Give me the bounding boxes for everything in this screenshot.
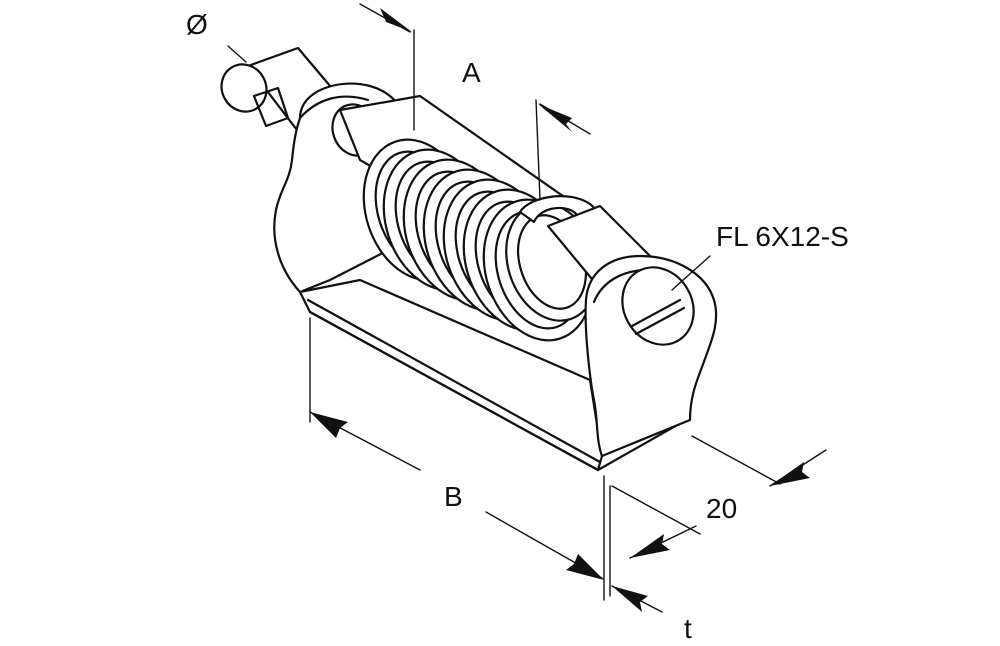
coil-spring: [362, 138, 600, 342]
dimension-a: A: [359, 3, 591, 201]
dimension-b: B: [309, 317, 605, 601]
dimension-t-label: t: [684, 613, 692, 644]
diameter-label: Ø: [186, 9, 208, 40]
diameter-dimension: Ø: [186, 9, 247, 63]
base-plate: [298, 278, 692, 472]
screw-label: FL 6X12-S: [716, 221, 849, 252]
arrow-t: [612, 586, 648, 612]
arrow-b-left: [310, 412, 348, 438]
dimension-t: t: [609, 485, 692, 644]
dimension-20-label: 20: [706, 493, 737, 524]
dimension-b-label: B: [444, 481, 463, 512]
screw-head: [621, 255, 711, 346]
arrow-b-right: [566, 554, 604, 580]
arrow-a-right: [538, 104, 572, 132]
dimension-a-label: A: [462, 57, 481, 88]
arrow-20-lower: [630, 534, 670, 558]
arrow-a-left: [376, 8, 412, 32]
dimension-20: 20: [611, 435, 827, 559]
arrow-20-upper: [770, 462, 810, 486]
